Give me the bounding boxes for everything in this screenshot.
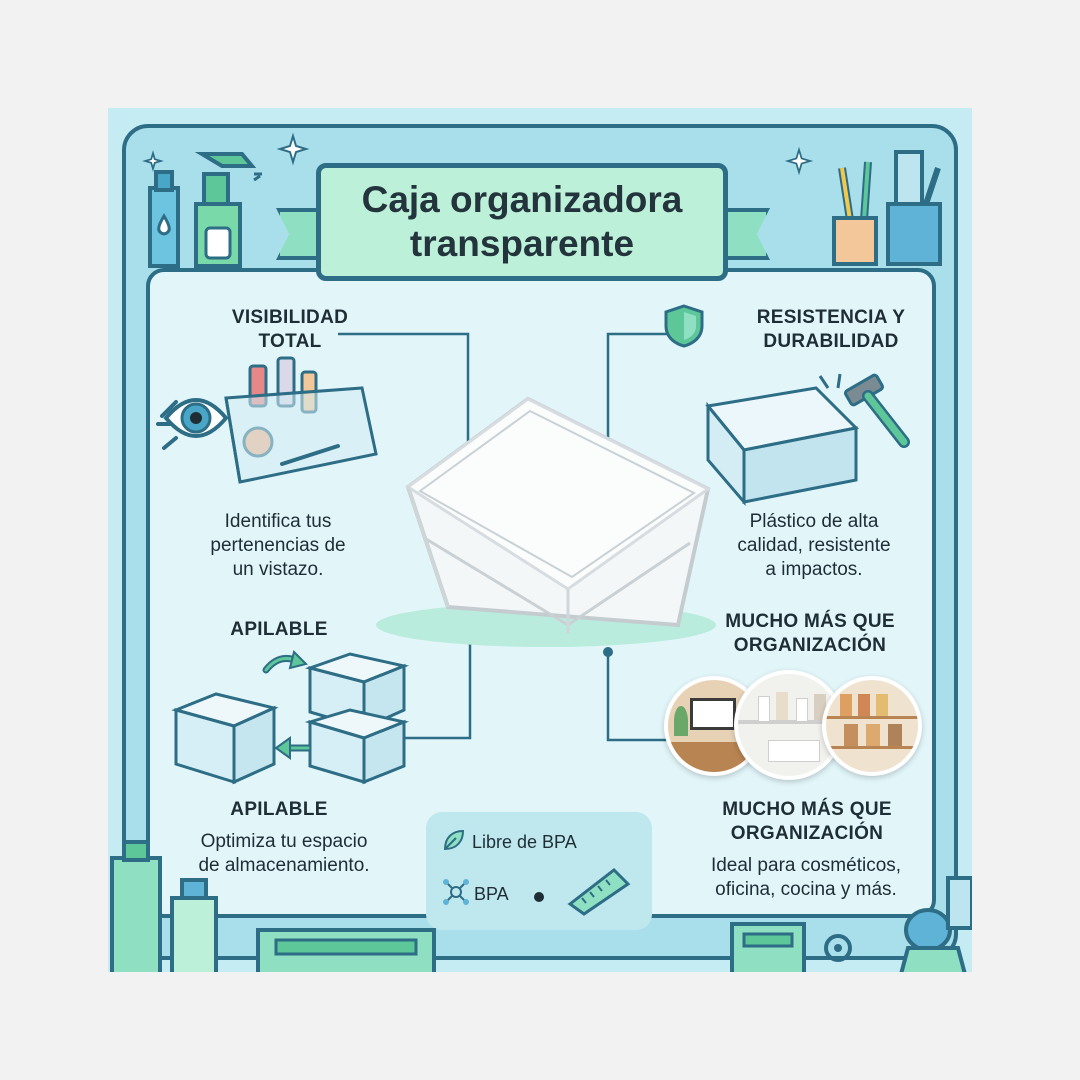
more-heading-top-line-1: MUCHO MÁS QUE bbox=[725, 611, 895, 632]
title-line-2: transparente bbox=[409, 223, 635, 264]
stacked-boxes-illustration bbox=[171, 650, 410, 785]
arrow-icon bbox=[262, 650, 308, 674]
resistance-desc-line-2: calidad, resistente bbox=[737, 535, 891, 556]
kitchen-pantry-photo bbox=[822, 676, 922, 776]
resistance-heading-line-1: RESISTENCIA Y bbox=[756, 307, 906, 328]
bpa-label: BPA bbox=[474, 884, 509, 904]
organizer-box-image bbox=[376, 396, 716, 647]
pencil-cup-icon bbox=[832, 150, 942, 266]
more-heading-top: MUCHO MÁS QUE ORGANIZACIÓN bbox=[700, 610, 920, 658]
gear-icon bbox=[824, 934, 852, 962]
resistance-description: Plástico de alta calidad, resistente a i… bbox=[714, 510, 914, 582]
detergent-bottles-icon bbox=[110, 840, 218, 972]
cosmetics-bin-illustration bbox=[156, 356, 378, 484]
brush-icon bbox=[899, 876, 972, 972]
visibility-heading: VISIBILIDAD TOTAL bbox=[210, 306, 370, 354]
title-line-1: Caja organizadora bbox=[361, 179, 683, 220]
leaf-icon bbox=[443, 829, 465, 851]
stackable-heading-top: APILABLE bbox=[230, 619, 328, 640]
more-heading-bottom-line-2: ORGANIZACIÓN bbox=[730, 823, 884, 844]
visibility-heading-line-2: TOTAL bbox=[258, 331, 322, 352]
resistance-heading-line-2: DURABILIDAD bbox=[763, 331, 899, 352]
resistance-heading: RESISTENCIA Y DURABILIDAD bbox=[736, 306, 926, 354]
visibility-desc-line-1: Identifica tus bbox=[224, 511, 332, 532]
sparkle-icon bbox=[142, 150, 164, 172]
stackable-desc-line-2: de almacenamiento. bbox=[198, 855, 370, 876]
drawer-unit-icon bbox=[256, 928, 436, 972]
connector-lines bbox=[338, 332, 680, 742]
spray-bottle-icon bbox=[148, 152, 262, 268]
sparkle-icon bbox=[276, 132, 310, 166]
hammer-icon bbox=[844, 373, 910, 448]
stackable-description: Optimiza tu espacio de almacenamiento. bbox=[174, 830, 394, 878]
stackable-desc-line-1: Optimiza tu espacio bbox=[200, 831, 368, 852]
arrow-icon bbox=[274, 736, 312, 760]
resistance-desc-line-3: a impactos. bbox=[765, 559, 863, 580]
resistance-desc-line-1: Plástico de alta bbox=[749, 511, 879, 532]
bpa-badge: Libre de BPA BPA bbox=[426, 812, 652, 930]
durable-box-illustration bbox=[705, 373, 910, 507]
more-desc-line-2: oficina, cocina y más. bbox=[715, 879, 897, 900]
infographic-card: Caja organizadora transparente VISIBILID… bbox=[108, 108, 972, 972]
more-heading-bottom-line-1: MUCHO MÁS QUE bbox=[722, 799, 892, 820]
bpa-free-label: Libre de BPA bbox=[472, 832, 577, 852]
shield-icon bbox=[664, 304, 704, 348]
more-heading-top-line-2: ORGANIZACIÓN bbox=[733, 635, 887, 656]
visibility-heading-line-1: VISIBILIDAD bbox=[231, 307, 349, 328]
more-description: Ideal para cosméticos, oficina, cocina y… bbox=[686, 854, 926, 902]
title-banner: Caja organizadora transparente bbox=[316, 163, 728, 281]
bullet-dot bbox=[534, 892, 544, 902]
more-heading-bottom: MUCHO MÁS QUE ORGANIZACIÓN bbox=[692, 798, 922, 846]
more-desc-line-1: Ideal para cosméticos, bbox=[710, 855, 902, 876]
bpa-molecule-icon bbox=[443, 879, 469, 905]
sparkle-icon bbox=[784, 146, 814, 176]
visibility-desc-line-3: un vistazo. bbox=[232, 559, 324, 580]
stackable-heading-bottom: APILABLE bbox=[230, 799, 328, 820]
cabinet-icon bbox=[730, 922, 806, 972]
ruler-icon bbox=[567, 868, 631, 916]
visibility-description: Identifica tus pertenencias de un vistaz… bbox=[178, 510, 378, 582]
visibility-desc-line-2: pertenencias de bbox=[210, 535, 346, 556]
